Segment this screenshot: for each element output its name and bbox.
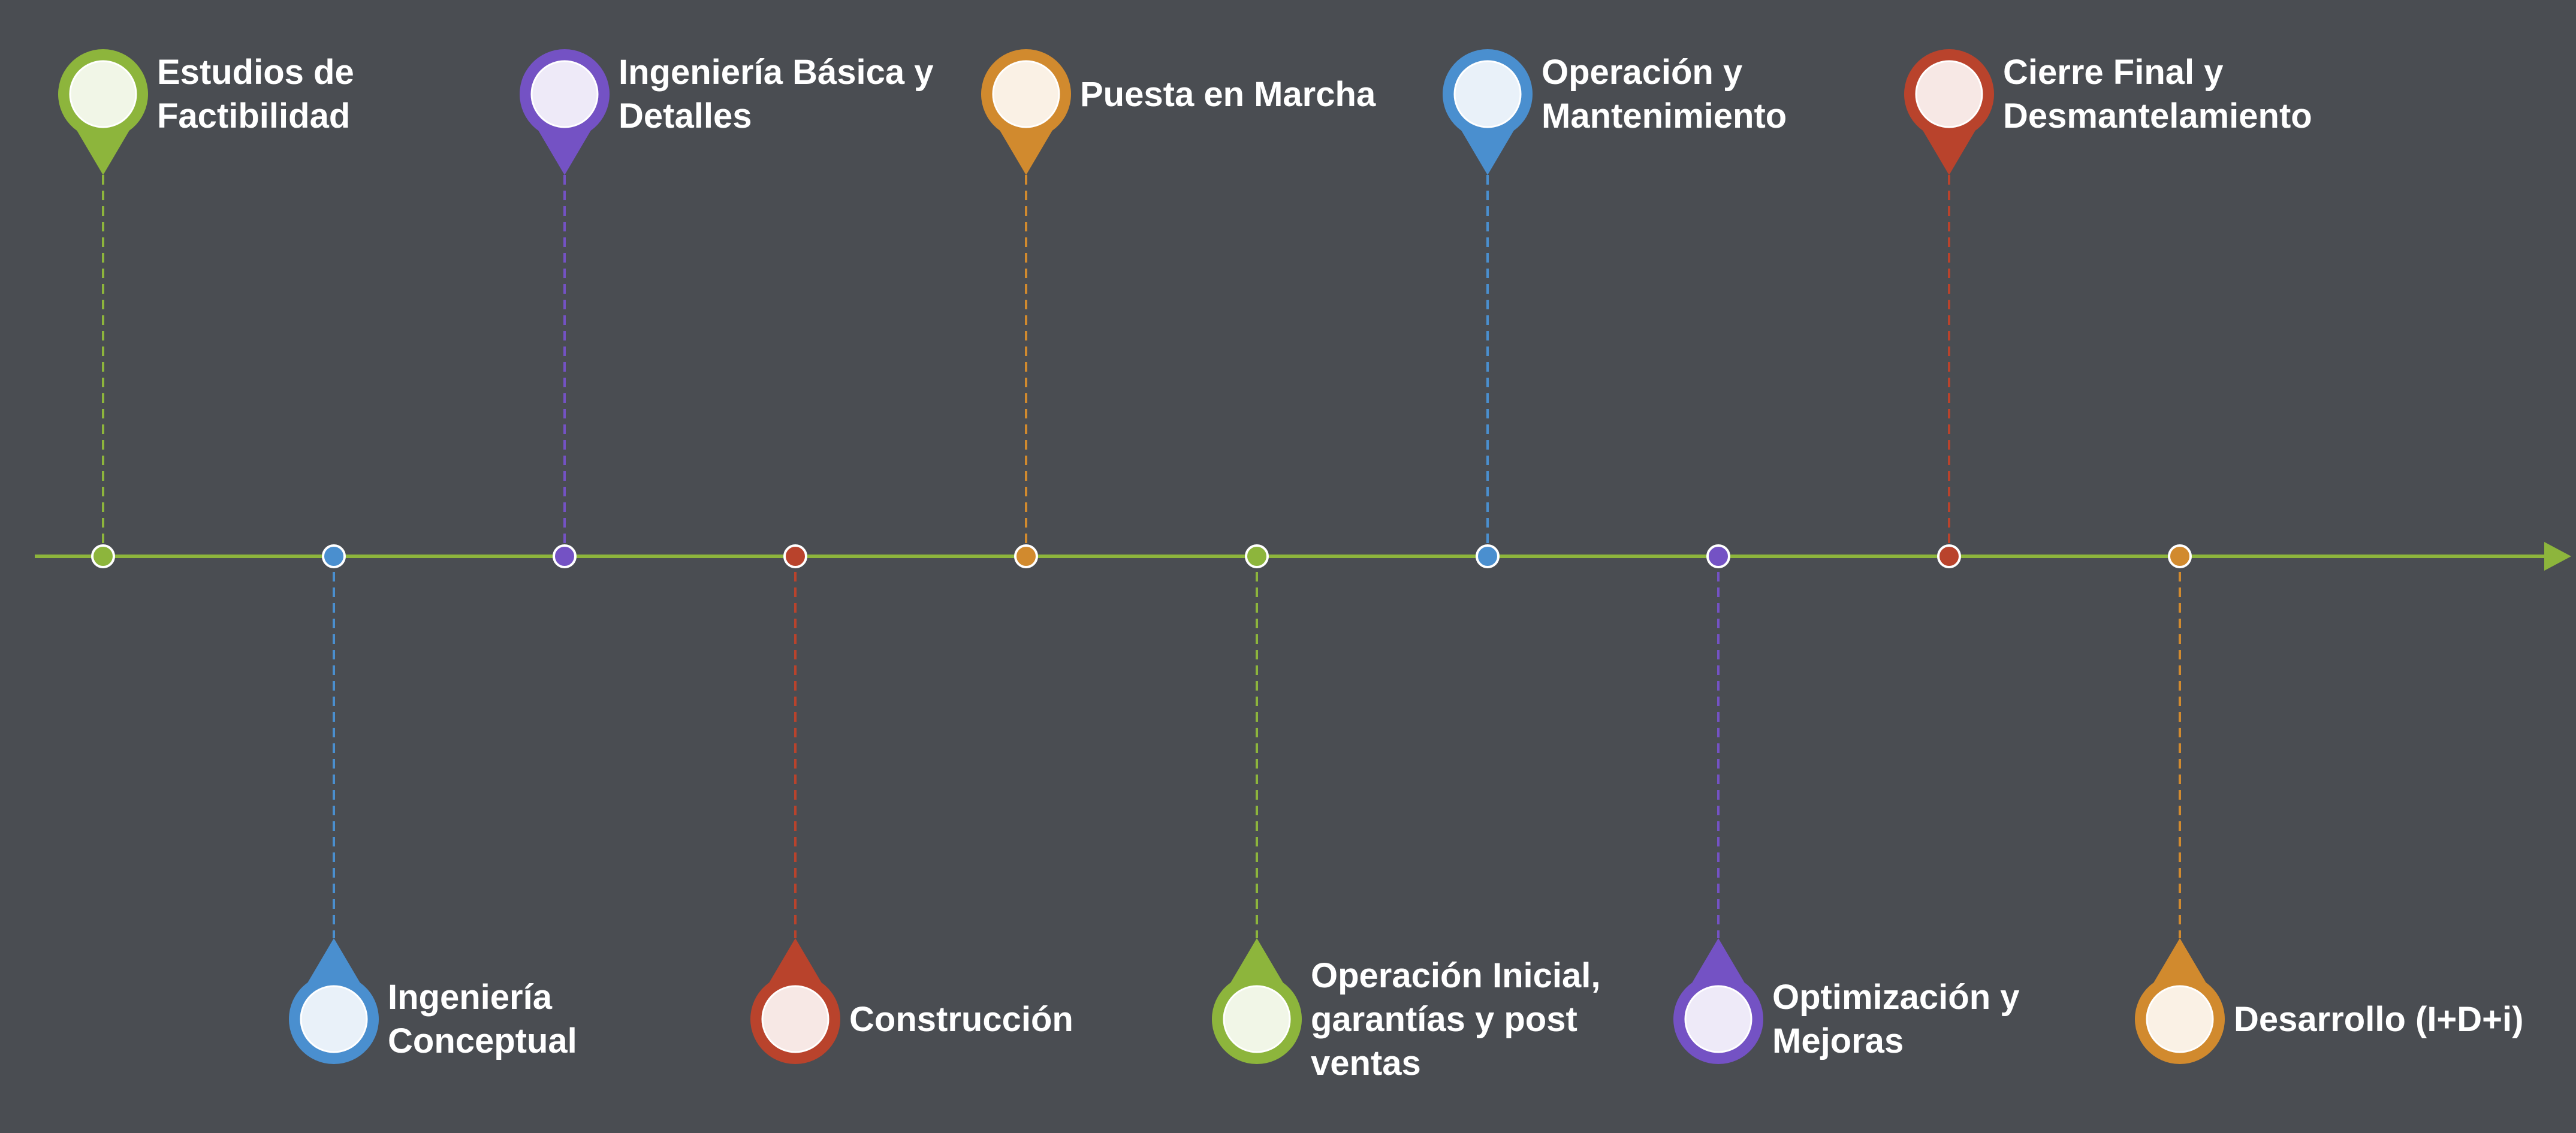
- stage-label-line: Ingeniería Básica y: [619, 53, 934, 92]
- timeline-dot: [553, 544, 577, 568]
- timeline-dot: [1706, 544, 1730, 568]
- timeline-dot: [783, 544, 807, 568]
- timeline-dot: [1937, 544, 1961, 568]
- stage-label-line: Optimización y: [1772, 978, 2020, 1017]
- timeline-dot: [1245, 544, 1269, 568]
- timeline-dot: [322, 544, 346, 568]
- stage-label-line: Operación y: [1542, 53, 1743, 92]
- pin-inner-circle: [992, 60, 1060, 128]
- pin-inner-circle: [69, 60, 137, 128]
- timeline-arrow-head: [2544, 542, 2571, 571]
- pin-inner-circle: [761, 985, 829, 1053]
- stage-label-line: Ingeniería: [388, 978, 552, 1017]
- stage-label-line: Operación Inicial,: [1311, 956, 1601, 995]
- stage-label-line: Estudios de: [157, 53, 354, 92]
- stage-label-line: Detalles: [619, 97, 752, 135]
- timeline-dot: [91, 544, 115, 568]
- stage-label-line: Desmantelamiento: [2003, 97, 2312, 135]
- stage-label: Optimización y Mejoras: [1772, 975, 2020, 1063]
- stage-label: Construcción: [849, 998, 1073, 1041]
- pin-inner-circle: [1453, 60, 1522, 128]
- timeline-dot: [1476, 544, 1500, 568]
- stage-label-line: Cierre Final y: [2003, 53, 2224, 92]
- timeline-dot: [1014, 544, 1038, 568]
- stage-label-line: Factibilidad: [157, 97, 351, 135]
- stage-label: Puesta en Marcha: [1080, 73, 1376, 116]
- stage-label: Estudios de Factibilidad: [157, 50, 354, 138]
- pin-inner-circle: [300, 985, 368, 1053]
- pin-inner-circle: [1684, 985, 1752, 1053]
- stage-label-line: Mantenimiento: [1542, 97, 1787, 135]
- pin-inner-circle: [1223, 985, 1291, 1053]
- stage-label-line: Conceptual: [388, 1021, 577, 1060]
- pin-inner-circle: [2146, 985, 2214, 1053]
- pin-inner-circle: [530, 60, 599, 128]
- stage-label-line: Desarrollo (I+D+i): [2234, 999, 2524, 1039]
- stage-label-line: Construcción: [849, 999, 1073, 1039]
- stage-label: Ingeniería Básica y Detalles: [619, 50, 933, 138]
- stage-label: Cierre Final y Desmantelamiento: [2003, 50, 2312, 138]
- stage-label-line: garantías y post: [1311, 999, 1577, 1039]
- stage-label-line: ventas: [1311, 1043, 1421, 1083]
- stage-label-line: Puesta en Marcha: [1080, 74, 1376, 114]
- timeline-dot: [2168, 544, 2192, 568]
- stage-label-line: Mejoras: [1772, 1021, 1904, 1060]
- pin-inner-circle: [1915, 60, 1983, 128]
- stage-label: Desarrollo (I+D+i): [2234, 998, 2523, 1041]
- stage-label: Operación y Mantenimiento: [1542, 50, 1787, 138]
